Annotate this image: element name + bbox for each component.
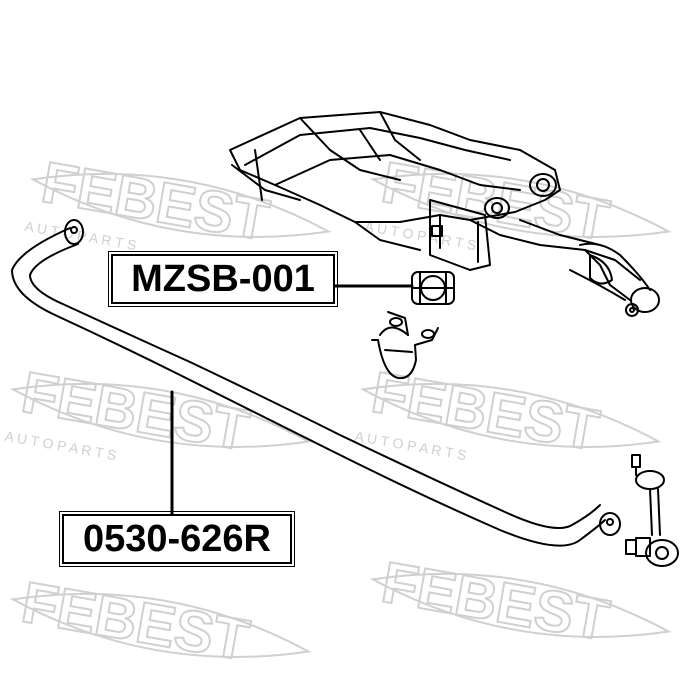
watermark-logo: FEBEST (9, 569, 312, 674)
part-label-link: 0530-626R (59, 511, 295, 567)
watermark-brand: FEBEST (17, 570, 254, 674)
watermark-logo: FEBEST A U T O P A R T S (4, 359, 312, 464)
watermark-brand: FEBEST (377, 550, 614, 654)
line-art (11, 111, 679, 567)
stabilizer-bar-drawing (11, 219, 621, 547)
watermark-logo: FEBEST (369, 549, 672, 654)
part-label-bushing: MZSB-001 (108, 251, 338, 307)
stabilizer-link-drawing (625, 454, 679, 567)
bushing-drawing (411, 271, 455, 305)
watermark-layer: FEBEST A U T O P A R T S FEBEST A U T O … (4, 149, 672, 674)
bracket-drawing (371, 311, 439, 380)
watermark-logo: FEBEST A U T O P A R T S (364, 149, 672, 254)
part-number-link: 0530-626R (82, 518, 272, 560)
subframe-drawing (229, 111, 641, 301)
part-number-bushing: MZSB-001 (131, 258, 315, 300)
lower-arm-drawing (569, 242, 660, 317)
